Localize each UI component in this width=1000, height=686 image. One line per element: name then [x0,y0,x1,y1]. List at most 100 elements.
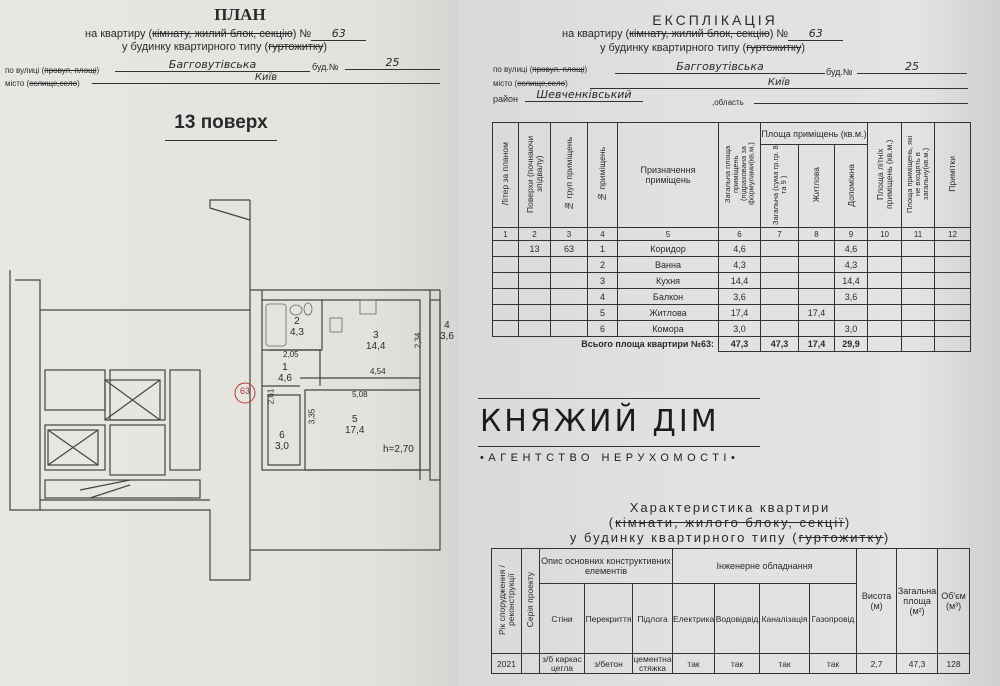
room-2-no: 2 [294,316,300,327]
header-sewer: Каналізація [759,583,811,654]
cell-total: 3,0 [718,320,761,337]
cell-total: 4,6 [718,240,761,257]
column-number: 10 [867,227,903,241]
characteristics-table: Рік спорудження /реконструкції Серія про… [491,548,971,674]
fixtures [265,299,377,347]
explication-line1-prefix: на квартиру ( [562,28,630,40]
dim-508: 5,08 [352,390,368,399]
header-living-cell: Житлова [798,144,835,228]
cell-no: 5 [587,304,618,321]
explication-apartment-no: 63 [788,27,844,41]
column-number: 4 [587,227,618,241]
plan-street-struck: провул. площі [44,66,97,75]
plan-apartment-no: 63 [311,27,367,41]
cell-group: 63 [550,240,588,257]
header-year: Рік спорудження /реконструкції [496,565,516,635]
cell-no: 1 [587,240,618,257]
cell-total: 14,4 [718,272,761,289]
empty-cell [867,320,903,337]
cell-no: 3 [587,272,618,289]
cell-no: 4 [587,288,618,305]
characteristics-line3-struck: гуртожитку [798,530,884,545]
cell-electric: так [672,653,716,674]
cell-living [798,288,835,305]
cell-floor [518,288,551,305]
cell-name: Коридор [617,240,719,257]
plan-city-label: місто (селище,село) [5,79,80,88]
unit-marker-circle [234,382,256,404]
cell-group [550,272,588,289]
header-height: Висота (м) [856,548,898,654]
empty-cell [492,304,519,321]
plan-title: ПЛАН [214,5,266,24]
header-purpose: Призначення приміщень [617,122,719,228]
header-sum-area-cell: Загальна (сума гр.гр. 8 та 9 ) [760,144,799,228]
empty-cell [760,240,799,257]
cell-volume: 128 [937,653,971,674]
characteristics-subheader-row: Стіни Перекриття Підлога Електрика Водов… [492,583,970,654]
characteristics-line2-struck: кімнати, жилого блоку, секції [615,515,845,530]
empty-cell [901,288,936,305]
plan-line2-prefix: у будинку квартирного типу ( [122,41,269,53]
explication-city-label: місто (селище,село) [493,79,568,88]
cell-water: так [714,653,761,674]
explication-street-label-text: по вулиці ( [493,65,533,74]
watermark-line-top [478,398,760,399]
room-4-area: 3,6 [440,331,454,342]
room-6-no: 6 [279,430,285,441]
plan-city-value: Київ [92,72,440,84]
header-room-no-cell: № приміщень [587,122,618,228]
watermark-brand: КНЯЖИЙ ДІМ [480,404,720,439]
dim-261: 2,61 [266,388,276,405]
header-summer-area-cell: Площа літніх приміщень (кв.м.) [867,122,903,228]
plan-street-label: по вулиці (провул. площі) [5,66,100,75]
cell-name: Балкон [617,288,719,305]
header-electric: Електрика [672,583,716,654]
total-label: Всього площа квартири №63: [492,336,719,352]
cell-living [798,320,835,337]
characteristics-title: Характеристика квартири [629,500,831,515]
plan-apartment-line: на квартиру (кімнату, жилий блок, секцію… [85,27,367,41]
header-room-no: № приміщень [597,146,608,202]
empty-cell [492,320,519,337]
cell-floor [518,320,551,337]
header-water: Водовідвід [714,583,761,654]
plan-line1-struck: кімнату, жилий блок, секцію [152,28,293,40]
characteristics-line2-suffix: ) [844,515,852,530]
explication-line2-struck: гуртожитку [746,42,802,54]
empty-cell [934,240,972,257]
header-total-area: Загальна площа приміщень (підрахована за… [722,142,756,206]
empty-cell [867,336,903,352]
explication-street-label: по вулиці (провул. площі) [493,65,588,74]
cell-height: 2,7 [856,653,898,674]
empty-cell [934,304,972,321]
empty-cell [492,256,519,273]
district-value: Шевченківський [525,88,643,102]
plan-line2-suffix: ) [323,41,328,53]
cell-aux: 4,6 [833,240,869,257]
column-number: 3 [550,227,588,241]
empty-cell [760,272,799,289]
building-walls [9,199,441,581]
plan-city-struck: селище,село [29,79,78,88]
region-label: ,область [712,98,744,107]
explication-line1-struck: кімнату, жилий блок, секцію [629,28,770,40]
empty-cell [867,304,903,321]
header-notes: Примітки [947,156,958,192]
cell-floor: 13 [518,240,551,257]
cell-walls: з/б каркас цегла [539,653,585,674]
empty-cell [934,320,972,337]
empty-cell [934,288,972,305]
column-number: 6 [718,227,761,241]
header-group-no: № груп приміщень [563,137,574,211]
explication-city-struck: селище,село [517,79,566,88]
cell-group [550,256,588,273]
ceiling-height: h=2,70 [383,444,414,455]
explication-title: ЕКСПЛІКАЦІЯ [652,12,778,28]
header-volume: Об'єм (м³) [937,548,971,654]
